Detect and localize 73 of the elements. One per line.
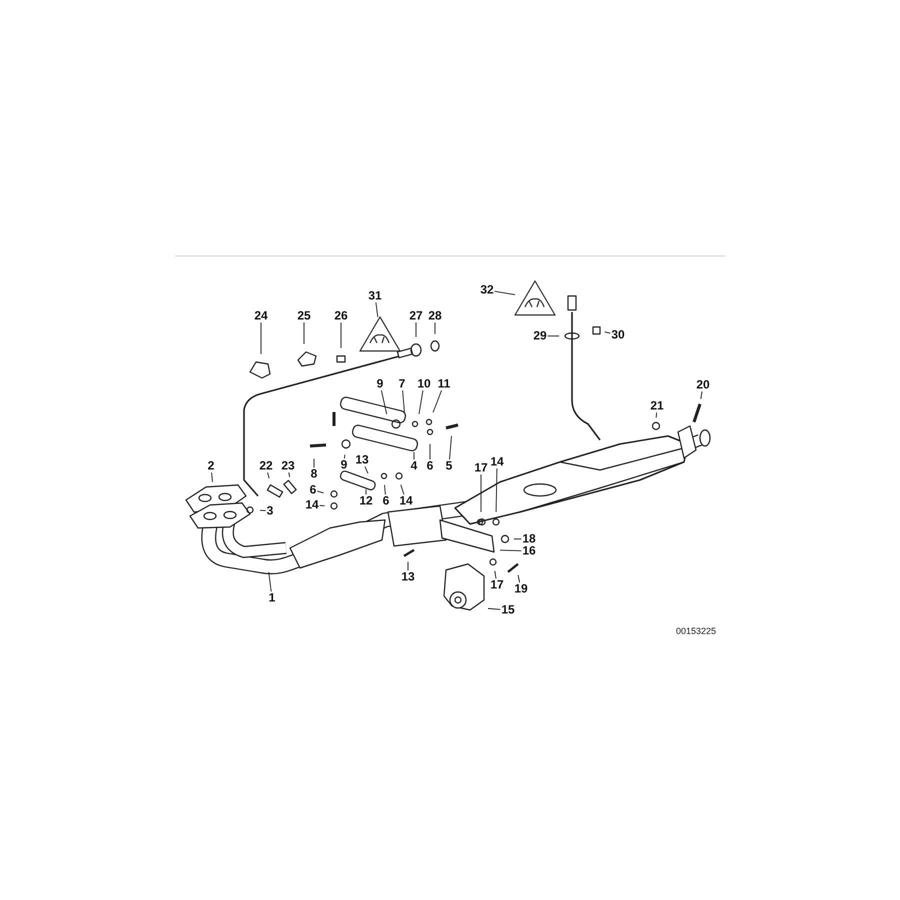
leader-line xyxy=(375,302,378,318)
leader-line xyxy=(260,322,262,354)
leader-line xyxy=(259,510,266,512)
callout-number: 8 xyxy=(310,468,318,480)
warning-sticker-icon xyxy=(359,316,401,352)
callout-number: 19 xyxy=(513,582,529,596)
callout-number: 17 xyxy=(473,462,489,474)
callout-number: 14 xyxy=(398,494,414,508)
callout-number: 21 xyxy=(649,400,665,412)
callout-number: 31 xyxy=(367,290,383,302)
leader-line xyxy=(344,454,346,459)
callout-number: 9 xyxy=(376,378,384,390)
callout-number: 18 xyxy=(521,532,537,546)
callout-number: 6 xyxy=(426,460,434,472)
callout-number: 1 xyxy=(268,592,276,604)
callout-number: 25 xyxy=(296,310,312,322)
callout-number: 22 xyxy=(258,460,274,472)
callout-number: 17 xyxy=(489,578,505,592)
callout-number: 6 xyxy=(382,494,390,508)
leader-line xyxy=(268,572,272,592)
leader-line xyxy=(267,472,270,479)
callout-number: 29 xyxy=(532,330,548,342)
leader-line xyxy=(316,490,324,494)
leader-line xyxy=(400,484,404,495)
callout-number: 27 xyxy=(408,310,424,322)
leader-line xyxy=(211,472,213,482)
leader-line xyxy=(449,436,452,460)
callout-number: 30 xyxy=(610,328,626,342)
leader-line xyxy=(513,538,522,540)
callout-number: 7 xyxy=(398,378,406,390)
leader-line xyxy=(384,484,386,495)
callout-number: 4 xyxy=(410,460,418,472)
leader-line xyxy=(402,390,405,414)
callout-number: 28 xyxy=(427,310,443,322)
callout-number: 12 xyxy=(358,494,374,508)
callout-number: 10 xyxy=(416,378,432,390)
callout-number: 3 xyxy=(266,504,274,518)
callout-number: 5 xyxy=(444,460,454,472)
warning-sticker-icon xyxy=(514,280,556,316)
leader-line xyxy=(488,608,501,610)
callout-number: 11 xyxy=(436,378,452,390)
callout-number: 13 xyxy=(354,454,370,466)
callout-number: 6 xyxy=(308,484,318,496)
callout-number: 2 xyxy=(206,460,216,472)
leader-line xyxy=(518,574,520,583)
callout-number: 20 xyxy=(695,378,711,392)
leader-line xyxy=(500,550,522,552)
leader-line xyxy=(340,322,342,348)
callout-number: 15 xyxy=(500,604,516,616)
diagram-number: 00153225 xyxy=(676,626,716,636)
leader-line xyxy=(319,505,326,506)
callout-number: 23 xyxy=(280,460,296,472)
leader-line xyxy=(288,472,290,478)
leader-line xyxy=(480,474,482,512)
leader-line xyxy=(494,290,516,296)
leader-line xyxy=(604,331,611,334)
callout-number: 32 xyxy=(479,284,495,296)
leader-line xyxy=(432,390,442,413)
leader-line xyxy=(434,322,436,334)
leader-line xyxy=(700,391,702,400)
callout-number: 24 xyxy=(253,310,269,322)
callout-number: 9 xyxy=(340,458,348,472)
leader-line xyxy=(418,390,424,415)
leader-line xyxy=(380,390,388,415)
leader-line xyxy=(496,468,498,512)
callout-number: 16 xyxy=(521,544,537,558)
leader-line xyxy=(494,570,496,579)
callout-number: 26 xyxy=(333,310,349,322)
callout-number: 14 xyxy=(489,456,505,468)
callout-number: 13 xyxy=(400,570,416,584)
leader-line xyxy=(656,412,658,418)
leader-line xyxy=(364,466,368,474)
callout-number: 14 xyxy=(304,498,320,512)
